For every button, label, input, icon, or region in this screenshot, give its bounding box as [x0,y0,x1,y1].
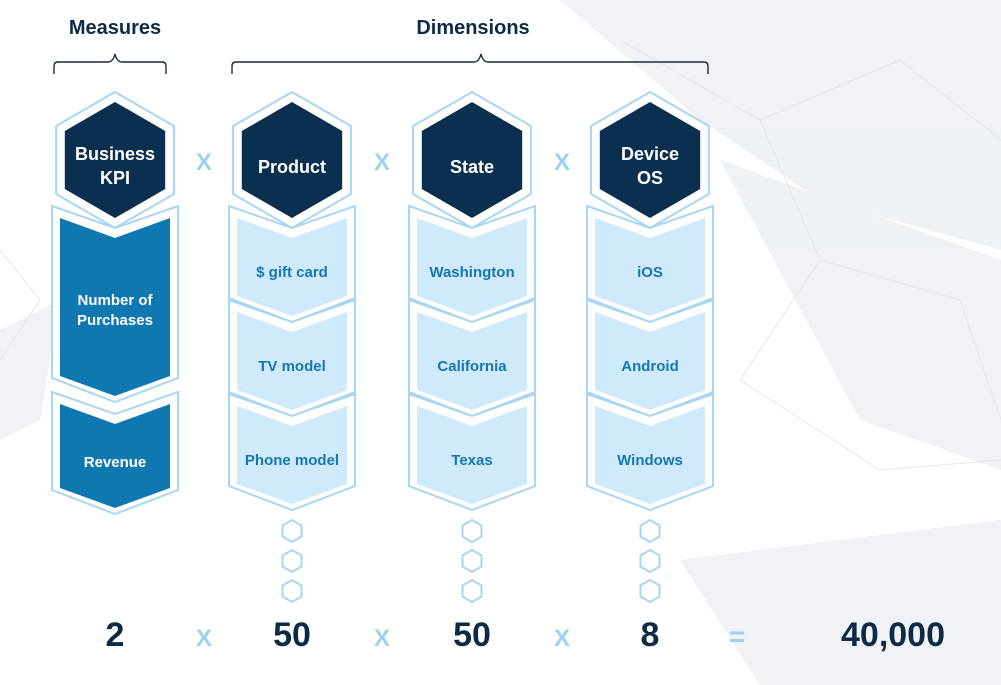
ellipsis-hexagon [461,548,483,574]
chevron-shape [595,312,705,410]
multiply-symbol: X [196,625,212,652]
chevron-shape [595,406,705,504]
measures-header: Measures [69,17,161,39]
ellipsis-hexagon [461,518,483,544]
count-number: 50 [453,616,491,654]
item-label: $ gift card [256,264,328,281]
item-label: TV model [258,358,326,375]
item-label: Phone model [245,452,339,469]
ellipsis-hexagon [639,578,661,604]
item-label: iOS [637,264,663,281]
hexagon-title: Product [258,157,326,177]
count-number: 50 [273,616,311,654]
hexagon-title: OS [637,168,663,188]
ellipsis-hexagon [461,578,483,604]
chevron-shape [237,218,347,316]
multiply-symbol: X [374,625,390,652]
ellipsis-hexagon [639,548,661,574]
multiply-symbol: X [196,149,212,176]
hexagon-title: State [450,157,494,177]
chevron-shape [417,218,527,316]
ellipsis-hexagon [281,548,303,574]
chevron-shape [595,218,705,316]
multiply-symbol: X [374,149,390,176]
count-number: 8 [641,616,660,654]
item-label: Washington [429,264,514,281]
hexagon-shape [64,102,166,218]
hexagon-shape [421,102,523,218]
result-number: 40,000 [841,616,945,654]
chevron-shape [60,404,170,508]
hexagon-title: Device [621,144,679,164]
ellipsis-hexagon [639,518,661,544]
hexagon-shape [241,102,343,218]
chevron-shape [417,406,527,504]
item-label: Revenue [84,454,147,471]
chevron-shape [237,406,347,504]
equals-symbol: = [729,621,745,652]
item-label: California [437,358,507,375]
item-label: Purchases [77,312,153,329]
item-label: Texas [451,452,492,469]
hexagon-title: KPI [100,168,130,188]
chevron-shape [417,312,527,410]
chevron-shape [237,312,347,410]
hexagon-title: Business [75,144,155,164]
measures-brace [53,53,167,74]
chevron-shape [60,218,170,396]
dimensions-header: Dimensions [416,17,529,39]
dimensions-brace [231,53,709,74]
multiply-symbol: X [554,625,570,652]
ellipsis-hexagon [281,578,303,604]
multiply-symbol: X [554,149,570,176]
ellipsis-hexagon [281,518,303,544]
item-label: Windows [617,452,683,469]
item-label: Number of [78,292,154,309]
hexagon-shape [599,102,701,218]
item-label: Android [621,358,679,375]
count-number: 2 [106,616,125,654]
